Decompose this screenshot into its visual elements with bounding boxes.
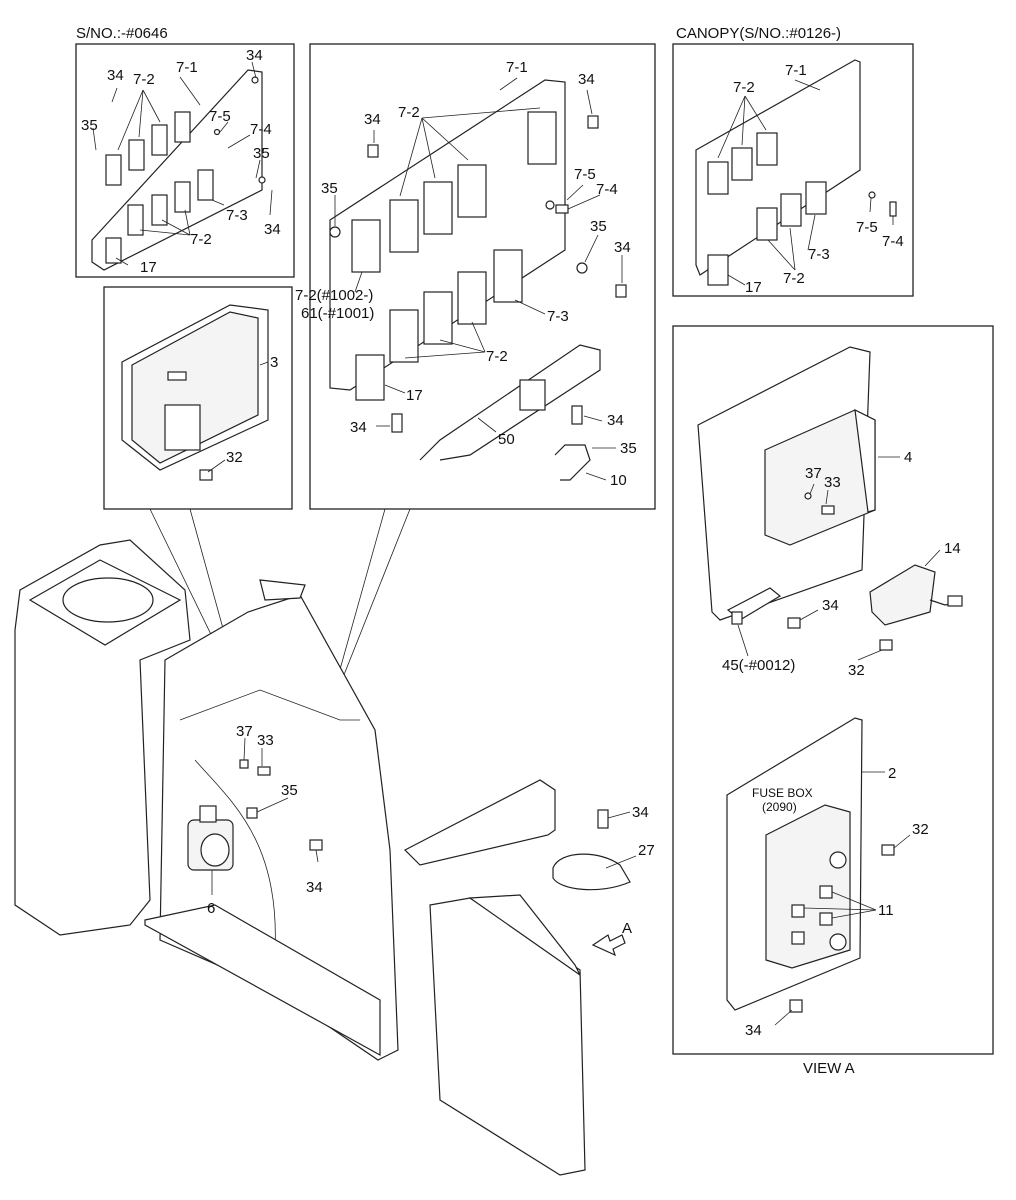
- label-c-61note: 61(-#1001): [301, 305, 374, 322]
- left-panel-header: S/NO.:-#0646: [76, 25, 168, 42]
- left-relay-board: [91, 69, 266, 271]
- side-cover: [429, 894, 586, 1176]
- label-l-75a: 7-5: [209, 108, 231, 125]
- view-a-frame: [672, 325, 994, 1055]
- label-c-50: 50: [498, 431, 515, 448]
- label-r-75: 7-5: [856, 219, 878, 236]
- label-v-4: 4: [904, 449, 912, 466]
- label-m-34a: 34: [306, 879, 323, 896]
- unit-leaders: [207, 361, 269, 473]
- label-c-17: 17: [406, 387, 423, 404]
- arrow-label-a: A: [622, 920, 632, 937]
- main-bolts: [239, 759, 609, 851]
- label-v-34b: 34: [745, 1022, 762, 1039]
- label-c-72note: 7-2(#1002-): [295, 287, 373, 304]
- view-a-arrow: [591, 934, 626, 957]
- label-v-32b: 32: [912, 821, 929, 838]
- label-l-34b: 34: [246, 47, 263, 64]
- label-c-34c: 34: [614, 239, 631, 256]
- label-r-73: 7-3: [808, 246, 830, 263]
- label-c-34e: 34: [607, 412, 624, 429]
- label-m-33: 33: [257, 732, 274, 749]
- clamp-27: [552, 853, 631, 891]
- label-l-74a: 7-4: [250, 121, 272, 138]
- label-m-37: 37: [236, 723, 253, 740]
- center-bolts: [367, 115, 627, 433]
- label-v-14: 14: [944, 540, 961, 557]
- seat-console: [14, 539, 191, 936]
- view-a-bolts-top: [787, 617, 893, 651]
- label-c-35a: 35: [321, 180, 338, 197]
- clamp-10: [554, 444, 591, 481]
- right-relay-board: [695, 59, 897, 286]
- fuse-box-title: FUSE BOX: [752, 786, 813, 800]
- view-a-leaders: [737, 456, 941, 1026]
- fuse-box: [765, 804, 895, 1013]
- label-r-72a: 7-2: [733, 79, 755, 96]
- label-r-71: 7-1: [785, 62, 807, 79]
- right-panel-frame: [672, 43, 914, 297]
- label-v-34a: 34: [822, 597, 839, 614]
- label-l-17a: 17: [140, 259, 157, 276]
- label-r-72b: 7-2: [783, 270, 805, 287]
- left-leaders: [92, 61, 273, 266]
- label-l-72b: 7-2: [190, 231, 212, 248]
- right-leaders: [717, 79, 894, 286]
- module-4: [764, 408, 876, 546]
- label-m-35: 35: [281, 782, 298, 799]
- fuse-holder-6: [187, 805, 234, 871]
- center-leaders: [334, 77, 623, 481]
- label-c-10: 10: [610, 472, 627, 489]
- label-c-35c: 35: [620, 440, 637, 457]
- label-c-34a: 34: [578, 71, 595, 88]
- bracket-50: [419, 344, 601, 461]
- label-l-35a: 35: [81, 117, 98, 134]
- label-l-71a: 7-1: [176, 59, 198, 76]
- controller-unit-3: [121, 304, 269, 481]
- label-l-35b: 35: [253, 145, 270, 162]
- label-c-72b: 7-2: [486, 348, 508, 365]
- label-c-75: 7-5: [574, 166, 596, 183]
- bracket-45: [726, 587, 782, 625]
- main-leaders: [211, 737, 637, 895]
- label-u-32: 32: [226, 449, 243, 466]
- beam-bracket: [403, 779, 556, 866]
- unit-panel-frame: [103, 286, 293, 510]
- center-panel-frame: [309, 43, 656, 510]
- label-v-33: 33: [824, 474, 841, 491]
- fuse-box-code: (2090): [762, 800, 797, 814]
- label-r-74: 7-4: [882, 233, 904, 250]
- label-v-32a: 32: [848, 662, 865, 679]
- label-m-6: 6: [207, 900, 215, 917]
- label-u-3: 3: [270, 354, 278, 371]
- label-l-72a: 7-2: [133, 71, 155, 88]
- label-c-34b: 34: [364, 111, 381, 128]
- center-relay-board: [329, 79, 588, 401]
- regulator-14: [869, 564, 963, 626]
- floor-panel: [144, 904, 381, 1057]
- view-a-caption: VIEW A: [803, 1060, 855, 1077]
- label-v-37: 37: [805, 465, 822, 482]
- label-c-71: 7-1: [506, 59, 528, 76]
- label-c-74: 7-4: [596, 181, 618, 198]
- right-panel-header: CANOPY(S/NO.:#0126-): [676, 25, 841, 42]
- label-c-34d: 34: [350, 419, 367, 436]
- label-l-73a: 7-3: [226, 207, 248, 224]
- label-m-34b: 34: [632, 804, 649, 821]
- label-r-17: 17: [745, 279, 762, 296]
- relay-61: [351, 219, 381, 273]
- label-c-72a: 7-2: [398, 104, 420, 121]
- label-v-11: 11: [878, 902, 894, 919]
- label-m-27: 27: [638, 842, 655, 859]
- label-c-35b: 35: [590, 218, 607, 235]
- label-l-34c: 34: [264, 221, 281, 238]
- label-l-34a: 34: [107, 67, 124, 84]
- label-v-45: 45(-#0012): [722, 657, 795, 674]
- label-c-73: 7-3: [547, 308, 569, 325]
- label-v-2: 2: [888, 765, 896, 782]
- left-panel-frame: [75, 43, 295, 278]
